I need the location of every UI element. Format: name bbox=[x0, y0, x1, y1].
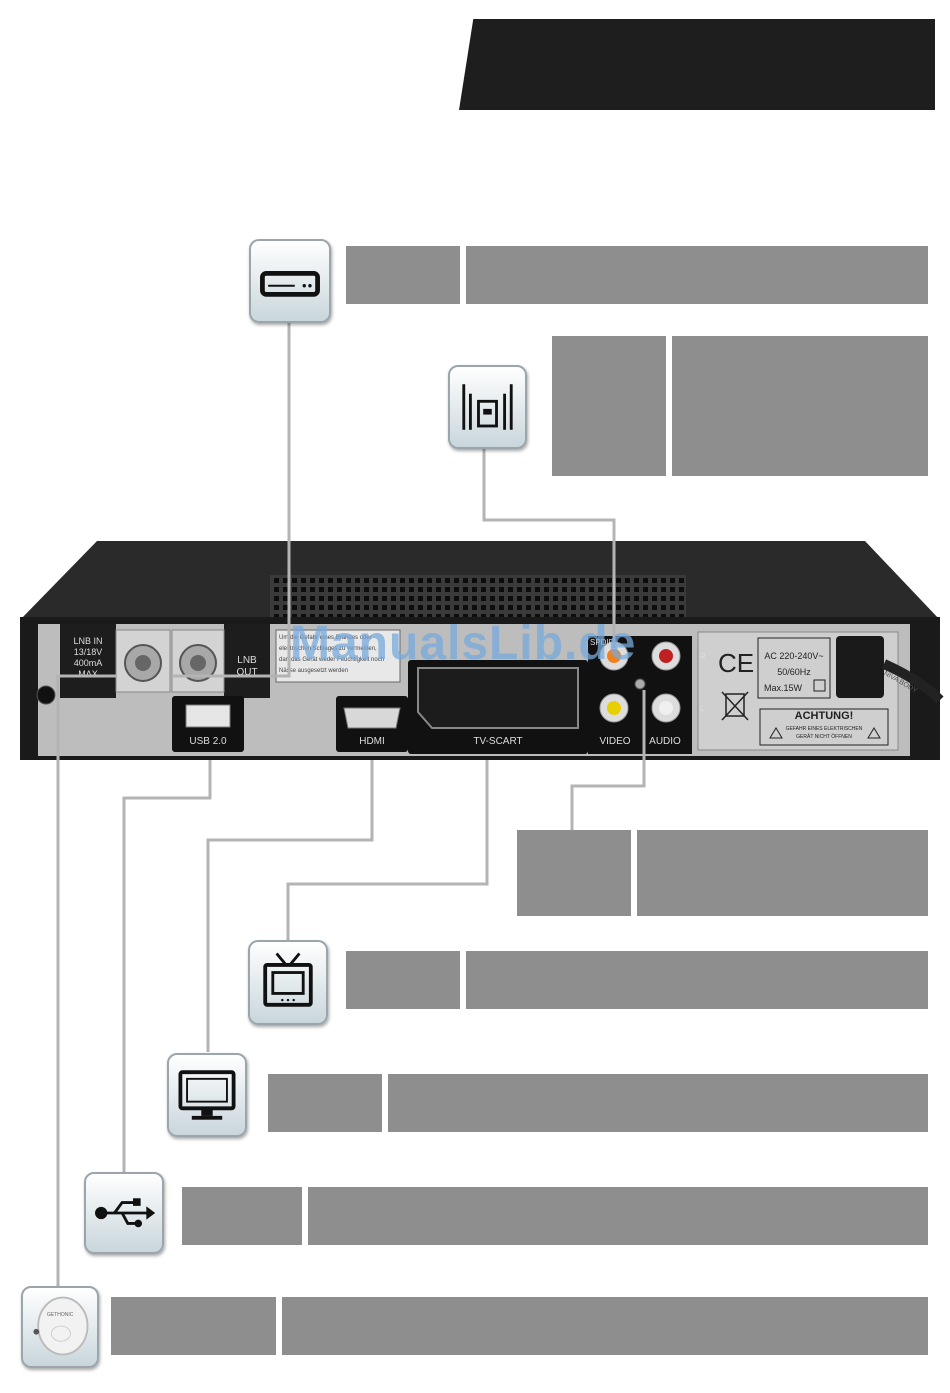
achtung-title: ACHTUNG! bbox=[794, 710, 854, 722]
warning-sticker-text: Um die Gefahr eines Brandes oder elektri… bbox=[279, 633, 397, 677]
dish-label-box bbox=[111, 1297, 276, 1355]
power-cable bbox=[881, 659, 944, 704]
monitor-desc-box bbox=[388, 1074, 928, 1132]
warning-triangle-right-icon bbox=[867, 727, 881, 739]
warning-triangle-left-icon bbox=[769, 727, 783, 739]
lnb-in-text: LNB IN 13/18V 400mA MAX bbox=[62, 636, 114, 680]
lnb-in-voltage: 13/18V bbox=[73, 647, 103, 657]
receiver-icon bbox=[249, 239, 331, 323]
power-switch bbox=[36, 685, 56, 705]
hdmi-port-label: HDMI bbox=[359, 736, 385, 747]
receiver-desc-box bbox=[466, 246, 928, 304]
receiver-label-box bbox=[346, 246, 460, 304]
lnb-in-label-block bbox=[60, 624, 116, 698]
achtung-line: GERÄT NICHT ÖFFNEN bbox=[796, 734, 852, 740]
power-rating-line: 50/60Hz bbox=[777, 667, 811, 677]
monitor-label-box bbox=[268, 1074, 382, 1132]
monitor-icon bbox=[167, 1053, 247, 1137]
speakers-desc-box bbox=[672, 336, 928, 476]
lnb-in-current: 400mA bbox=[73, 658, 103, 668]
satellite-dish-icon: GETHONIC bbox=[21, 1286, 99, 1368]
class2-symbol bbox=[813, 679, 826, 692]
header-banner bbox=[459, 19, 935, 110]
ground-screw bbox=[634, 678, 646, 690]
achtung-box bbox=[759, 708, 889, 746]
audio-desc-box bbox=[637, 830, 928, 916]
power-rating-line: Max.15W bbox=[764, 683, 803, 693]
power-cable-plug bbox=[836, 636, 884, 698]
weee-bin-icon bbox=[721, 691, 749, 721]
dish-brand: GETHONIC bbox=[47, 1312, 74, 1318]
scart-port bbox=[417, 667, 579, 729]
tv-desc-box bbox=[466, 951, 928, 1009]
warning-line: Nässe ausgesetzt werden bbox=[279, 668, 349, 674]
usb-port bbox=[185, 704, 231, 728]
achtung-text: GEFAHR EINES ELEKTRISCHEN GERÄT NICHT ÖF… bbox=[784, 725, 864, 741]
tv-icon bbox=[248, 940, 328, 1025]
warning-line: darf das Gerät weder Feuchtigkeit noch bbox=[279, 657, 385, 663]
usb-desc-box bbox=[308, 1187, 928, 1245]
video-port-label: VIDEO bbox=[599, 736, 631, 747]
audio-label-box bbox=[517, 830, 631, 916]
lnb-in-max: MAX bbox=[78, 669, 98, 679]
usb-port-label: USB 2.0 bbox=[189, 736, 227, 747]
achtung-line: GEFAHR EINES ELEKTRISCHEN bbox=[785, 726, 863, 732]
power-rating-line: AC 220-240V~ bbox=[764, 651, 824, 661]
warning-line: elektrischen Schlages zu vermeiden, bbox=[279, 646, 377, 652]
lnb-in-label: LNB IN bbox=[73, 636, 103, 646]
scart-port-label: TV-SCART bbox=[473, 736, 523, 747]
speakers-icon bbox=[448, 365, 527, 449]
lnb-out-text: LNB OUT bbox=[226, 655, 268, 679]
lnb-out-label: LNB bbox=[237, 655, 257, 666]
dish-desc-box bbox=[282, 1297, 928, 1355]
hdmi-port bbox=[343, 707, 401, 729]
audio-l-label: L bbox=[700, 704, 705, 713]
lnb-out-sub: OUT bbox=[236, 667, 258, 678]
audio-r-label: R bbox=[700, 652, 706, 661]
power-rating-text: AC 220-240V~ 50/60Hz Max.15W bbox=[758, 648, 830, 696]
power-rating-box bbox=[757, 637, 831, 699]
audio-port-label: AUDIO bbox=[649, 736, 681, 747]
ce-mark: CE bbox=[718, 648, 755, 678]
usb-label-box bbox=[182, 1187, 302, 1245]
warning-line: Um die Gefahr eines Brandes oder bbox=[279, 635, 372, 641]
warning-sticker bbox=[275, 629, 401, 683]
usb-icon bbox=[84, 1172, 164, 1254]
watermark: ManualsLib.de bbox=[290, 617, 637, 670]
